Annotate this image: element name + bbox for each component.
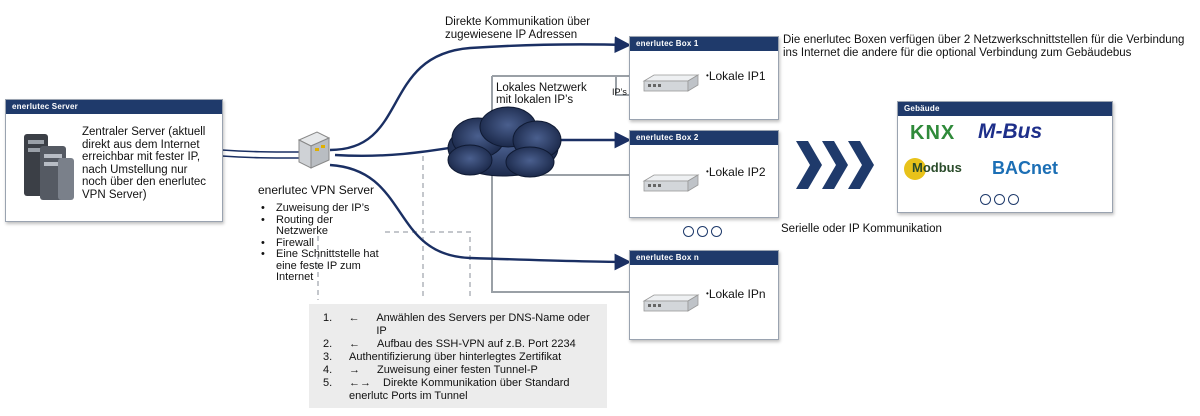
- mbus-logo: M-Bus: [978, 120, 1042, 144]
- step-number: 2.: [323, 338, 333, 350]
- server-line: noch über den enerlutec: [82, 176, 207, 188]
- server-vpn-lines: [221, 149, 301, 159]
- box-1-ip-label: •Lokale IP1: [706, 69, 766, 83]
- box-n-header: enerlutec Box n: [630, 251, 778, 265]
- box-2-card: enerlutec Box 2 •Lokale IP2: [629, 130, 779, 218]
- vpn-feature: Routing der Netzwerke: [258, 214, 356, 238]
- step-text: Aufbau des SSH-VPN auf z.B. Port 2234: [377, 338, 576, 350]
- step-number: [323, 390, 337, 403]
- box-device-icon: [642, 174, 700, 192]
- step-arrow-icon: ←: [348, 312, 360, 324]
- server-rack-icon: [24, 134, 74, 200]
- step-row: 3. Authentifizierung über hinterlegtes Ze…: [323, 351, 597, 364]
- box-n-ip-label: •Lokale IPn: [706, 287, 766, 301]
- modbus-sun-icon: [904, 158, 926, 180]
- knx-logo-text: KNX: [910, 122, 956, 144]
- box-n-ip: Lokale IPn: [708, 287, 766, 301]
- vpn-feature: Firewall: [258, 237, 398, 250]
- server-line: nach Umstellung nur: [82, 163, 188, 176]
- small-bullet-icon: •: [706, 289, 709, 298]
- step-row: 5. ←→ Direkte Kommunikation über Standard: [323, 377, 597, 390]
- step-row: 2. ← Aufbau des SSH-VPN auf z.B. Port 2234: [323, 338, 597, 351]
- mbus-logo-text: M-Bus: [978, 120, 1043, 143]
- box-1-card: enerlutec Box 1 •Lokale IP1: [629, 36, 779, 120]
- box-1-ip: Lokale IP1: [708, 69, 766, 83]
- modbus-logo: Modbus: [912, 160, 962, 175]
- server-description: Zentraler Server (aktuell direkt aus dem…: [82, 126, 220, 201]
- more-protocols-indicator-icon: [980, 194, 1019, 205]
- bacnet-logo: BACnet: [992, 158, 1058, 179]
- vpn-router-icon: [297, 131, 331, 169]
- knx-logo: KNX: [910, 122, 955, 145]
- lan-ips-tag: IP’s: [612, 87, 627, 97]
- building-card: Gebäude KNX M-Bus Modbus BACnet: [897, 101, 1113, 213]
- more-boxes-indicator-icon: [683, 226, 722, 237]
- server-card-header: enerlutec Server: [6, 100, 222, 114]
- box-device-icon: [642, 294, 700, 312]
- box-2-ip: Lokale IP2: [708, 165, 766, 179]
- step-arrow-icon: ←→: [349, 377, 371, 389]
- step-row: 1. ← Anwählen des Servers per DNS-Name ode…: [323, 312, 597, 338]
- vpn-feature: Zuweisung der IP’s: [258, 202, 398, 215]
- step-arrow-icon: ←: [349, 338, 360, 350]
- box-n-card: enerlutec Box n •Lokale IPn: [629, 250, 779, 340]
- internet-cloud: [447, 106, 562, 178]
- step-text: Anwählen des Servers per DNS-Name oder I…: [376, 312, 590, 337]
- chevron-arrows-icon: [796, 141, 874, 189]
- server-line: Zentraler Server (aktuell: [82, 126, 206, 138]
- bacnet-logo-text: BACnet: [992, 158, 1058, 178]
- step-number: 3.: [323, 351, 333, 363]
- box-device-icon: [642, 74, 700, 92]
- modbus-logo-text: Modbus: [912, 160, 962, 175]
- step-row: 4. → Zuweisung einer festen Tunnel-P: [323, 364, 597, 377]
- note-line: Direkte Kommunikation über: [445, 16, 591, 28]
- connection-steps-panel: 1. ← Anwählen des Servers per DNS-Name ode…: [309, 304, 607, 408]
- small-bullet-icon: •: [706, 167, 709, 176]
- lan-label: Lokales Netzwerk mit lokalen IP’s: [496, 82, 587, 106]
- vpn-feature: Eine Schnittstelle hat eine feste IP zum…: [258, 248, 386, 284]
- server-line: VPN Server): [82, 188, 147, 201]
- vpn-server-label: enerlutec VPN Server: [258, 183, 375, 197]
- box-2-header: enerlutec Box 2: [630, 131, 778, 145]
- server-card: enerlutec Server Zentraler Server (aktue…: [5, 99, 223, 222]
- box-2-ip-label: •Lokale IP2: [706, 165, 766, 179]
- step-row: enerlutc Ports im Tunnel: [323, 390, 597, 403]
- note-line: zugewiesene IP Adressen: [445, 29, 578, 41]
- step-text: Direkte Kommunikation über Standard: [383, 377, 570, 389]
- step-number: 4.: [323, 364, 333, 376]
- server-line: erreichbar mit fester IP,: [82, 151, 201, 163]
- small-bullet-icon: •: [706, 71, 709, 80]
- vpn-features-list: Zuweisung der IP’s Routing der Netzwerke…: [258, 202, 398, 284]
- step-text: Zuweisung einer festen Tunnel-P: [377, 364, 538, 376]
- step-number: 1.: [323, 312, 333, 324]
- note-line: ins Internet die andere für die optional…: [783, 47, 1132, 59]
- direct-communication-note: Direkte Kommunikation über zugewiesene I…: [445, 16, 590, 42]
- step-number: 5.: [323, 377, 333, 389]
- lan-label-line: mit lokalen IP’s: [496, 94, 574, 106]
- network-interfaces-note: Die enerlutec Boxen verfügen über 2 Netz…: [783, 34, 1184, 60]
- box-1-header: enerlutec Box 1: [630, 37, 778, 51]
- lan-label-line: Lokales Netzwerk: [496, 82, 587, 94]
- step-text: Authentifizierung über hinterlegtes Zert…: [349, 351, 562, 363]
- step-text: enerlutc Ports im Tunnel: [349, 390, 468, 402]
- building-header: Gebäude: [898, 102, 1112, 116]
- note-line: Die enerlutec Boxen verfügen über 2 Netz…: [783, 34, 1185, 46]
- serial-communication-label: Serielle oder IP Kommunikation: [781, 223, 942, 235]
- server-line: direkt aus dem Internet: [82, 138, 200, 151]
- step-arrow-icon: →: [349, 364, 360, 376]
